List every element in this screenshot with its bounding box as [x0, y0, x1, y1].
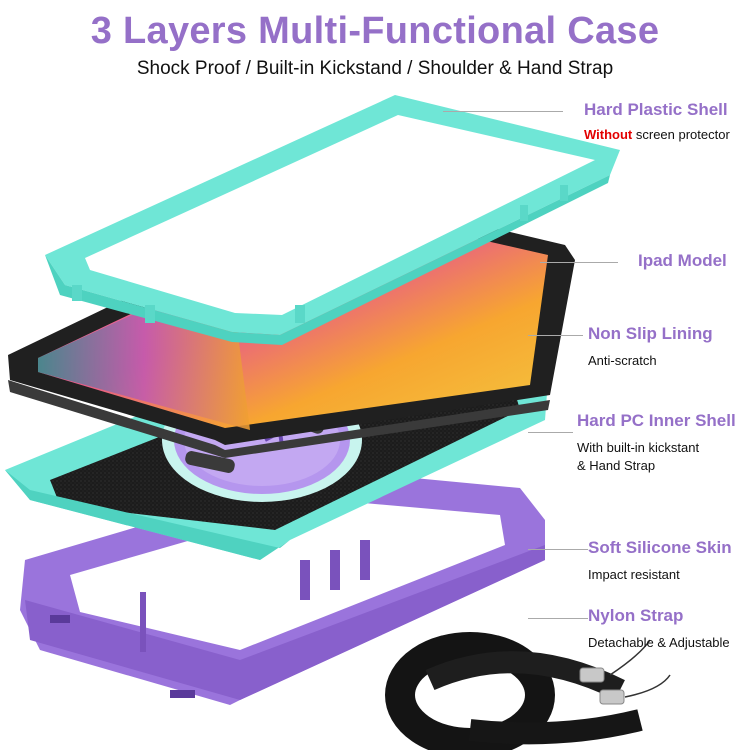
callout-heading: Ipad Model: [638, 251, 727, 270]
callout-line-ipad-model: [540, 262, 618, 263]
callout-ipad-model: Ipad Model: [638, 251, 727, 271]
callout-hard-pc-inner-shell: Hard PC Inner Shell With built-in kickst…: [577, 411, 736, 475]
callout-line-hard-plastic-shell: [443, 111, 563, 112]
callout-heading: Nylon Strap: [588, 606, 684, 625]
callout-description-line-1: With built-in kickstant: [577, 440, 700, 455]
callout-heading: Hard PC Inner Shell: [577, 411, 736, 430]
callout-line-silicone-skin: [528, 549, 588, 550]
callout-description-text: screen protector: [632, 127, 730, 142]
callout-description: Detachable & Adjustable: [588, 635, 730, 650]
callout-heading: Soft Silicone Skin: [588, 538, 732, 557]
nylon-strap: [385, 632, 671, 750]
callout-nylon-strap: Nylon Strap Detachable & Adjustable: [588, 606, 730, 652]
callout-description: Impact resistant: [588, 567, 680, 582]
page-subtitle: Shock Proof / Built-in Kickstand / Shoul…: [136, 58, 614, 79]
callout-description: Without screen protector: [584, 126, 730, 144]
warning-highlight: Without: [584, 127, 633, 142]
callout-description-line-2: & Hand Strap: [577, 458, 656, 473]
callout-hard-plastic-shell: Hard Plastic Shell Without screen protec…: [584, 100, 730, 144]
callout-line-nylon-strap: [528, 618, 588, 619]
callout-heading: Non Slip Lining: [588, 324, 713, 343]
callout-line-non-slip-lining: [528, 335, 583, 336]
page-title: 3 Layers Multi-Functional Case: [90, 10, 660, 52]
callout-description: With built-in kickstant & Hand Strap: [577, 439, 736, 475]
callout-description: Anti-scratch: [588, 353, 657, 368]
callout-soft-silicone-skin: Soft Silicone Skin Impact resistant: [588, 538, 732, 584]
hard-shell-layer: [45, 95, 620, 345]
callout-non-slip-lining: Non Slip Lining Anti-scratch: [588, 324, 713, 370]
callout-heading: Hard Plastic Shell: [584, 100, 728, 119]
callout-line-hard-pc-inner-shell: [528, 432, 573, 433]
